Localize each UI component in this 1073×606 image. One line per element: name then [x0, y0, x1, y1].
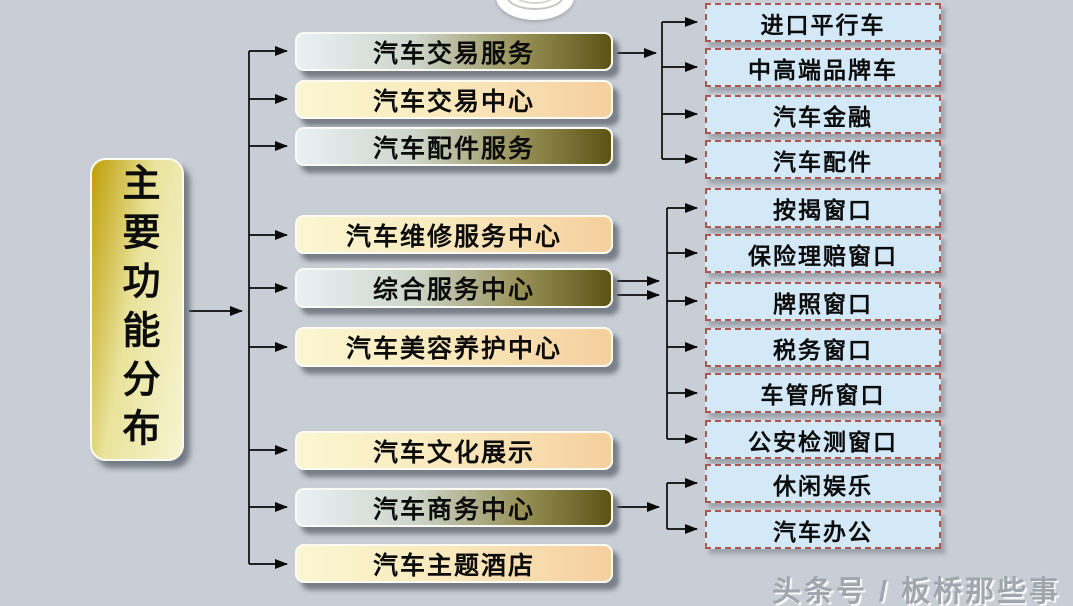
- diagram-title: 主要功能分布: [90, 158, 184, 461]
- node-comprehensive-service-center: 综合服务中心: [295, 268, 613, 308]
- node-mid-high-end-brand-cars: 中高端品牌车: [705, 48, 941, 87]
- node-auto-repair-service-center: 汽车维修服务中心: [295, 215, 613, 254]
- node-auto-finance: 汽车金融: [705, 95, 941, 134]
- node-auto-beauty-maintenance-center: 汽车美容养护中心: [295, 327, 613, 367]
- node-auto-parts: 汽车配件: [705, 140, 941, 179]
- node-auto-trading-center: 汽车交易中心: [295, 80, 613, 119]
- concentric-circles-icon: [496, 0, 574, 20]
- diagram-title-label: 主要功能分布: [116, 162, 158, 457]
- node-insurance-claims-window: 保险理赔窗口: [705, 234, 941, 273]
- node-tax-window: 税务窗口: [705, 328, 941, 367]
- node-auto-office: 汽车办公: [705, 510, 941, 549]
- node-leisure-entertainment: 休闲娱乐: [705, 464, 941, 503]
- watermark-text: 头条号 / 板桥那些事: [771, 576, 1061, 606]
- node-vehicle-admin-window: 车管所窗口: [705, 373, 941, 413]
- node-police-inspection-window: 公安检测窗口: [705, 420, 941, 459]
- node-license-plate-window: 牌照窗口: [705, 282, 941, 321]
- node-mortgage-window: 按揭窗口: [705, 188, 941, 228]
- node-auto-theme-hotel: 汽车主题酒店: [295, 544, 613, 583]
- node-auto-parts-service: 汽车配件服务: [295, 127, 613, 166]
- node-imported-parallel-cars: 进口平行车: [705, 3, 941, 42]
- node-auto-business-center: 汽车商务中心: [295, 488, 613, 527]
- node-auto-culture-exhibition: 汽车文化展示: [295, 431, 613, 470]
- node-auto-trading-service: 汽车交易服务: [295, 32, 613, 71]
